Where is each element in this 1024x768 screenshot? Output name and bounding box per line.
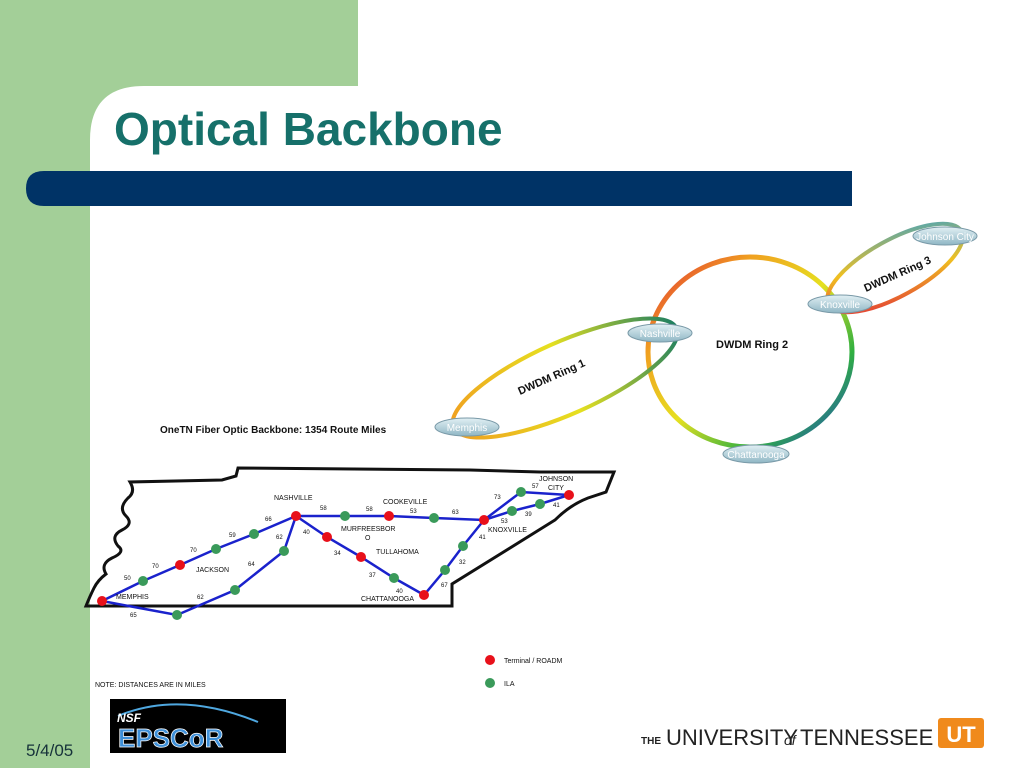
ut-mark-text: UT bbox=[946, 722, 976, 747]
city-murfreesboro-1: MURFREESBOR bbox=[341, 526, 395, 533]
ring-tag-chattanooga-text: Chattanooga bbox=[727, 450, 785, 461]
map-title: OneTN Fiber Optic Backbone: 1354 Route M… bbox=[160, 425, 387, 436]
distance-label: 53 bbox=[501, 519, 508, 525]
slide-date: 5/4/05 bbox=[26, 741, 74, 760]
distance-label: 32 bbox=[459, 560, 466, 566]
nsf-text: NSF bbox=[117, 711, 142, 725]
distance-label: 62 bbox=[197, 595, 204, 601]
distance-label: 37 bbox=[369, 573, 376, 579]
ut-tennessee-text: TENNESSEE bbox=[800, 725, 933, 750]
distance-label: 73 bbox=[494, 495, 501, 501]
distance-label: 63 bbox=[452, 510, 459, 516]
tennessee-outline bbox=[83, 466, 617, 608]
distance-label: 40 bbox=[396, 589, 403, 595]
distance-label: 57 bbox=[532, 484, 539, 490]
distance-label: 53 bbox=[410, 509, 417, 515]
distance-label: 65 bbox=[130, 613, 137, 619]
legend-ila-swatch bbox=[485, 678, 495, 688]
distance-label: 41 bbox=[553, 503, 560, 509]
city-johnson-2: CITY bbox=[548, 485, 564, 492]
distance-label: 59 bbox=[229, 533, 236, 539]
map-note: NOTE: DISTANCES ARE IN MILES bbox=[95, 682, 206, 689]
distance-label: 70 bbox=[190, 548, 197, 554]
ut-of-text: of bbox=[784, 732, 798, 748]
route-tri-cities bbox=[483, 493, 570, 522]
ring-tag-knoxville-text: Knoxville bbox=[820, 300, 860, 311]
ring-tag-nashville-text: Nashville bbox=[640, 329, 681, 340]
distance-label: 64 bbox=[248, 562, 255, 568]
city-johnson-1: JOHNSON bbox=[539, 476, 573, 483]
city-tullahoma: TULLAHOMA bbox=[376, 549, 419, 556]
legend-ila-label: ILA bbox=[504, 681, 515, 688]
nsf-epscor-logo: NSF EPSCoR bbox=[110, 699, 286, 753]
city-cookeville: COOKEVILLE bbox=[383, 499, 428, 506]
distance-label: 50 bbox=[124, 576, 131, 582]
distance-label: 34 bbox=[334, 551, 341, 557]
map-legend: Terminal / ROADM ILA bbox=[485, 655, 563, 688]
ut-mark-badge bbox=[938, 718, 984, 748]
ring-tag-knoxville: Knoxville bbox=[807, 294, 873, 314]
city-murfreesboro-2: O bbox=[365, 535, 371, 542]
distance-label: 58 bbox=[320, 506, 327, 512]
legend-terminal-label: Terminal / ROADM bbox=[504, 658, 563, 665]
distance-label: 66 bbox=[265, 517, 272, 523]
city-knoxville: KNOXVILLE bbox=[488, 527, 527, 534]
ring-tag-memphis: Memphis bbox=[434, 417, 500, 437]
epscor-text: EPSCoR bbox=[118, 723, 224, 753]
distance-label: 40 bbox=[303, 530, 310, 536]
ring-tag-johnson-city-text: Johnson City bbox=[916, 232, 974, 243]
terminal-nodes bbox=[97, 490, 574, 606]
ring-tag-chattanooga: Chattanooga bbox=[722, 444, 790, 464]
ut-logo: THE UNIVERSITY of TENNESSEE UT bbox=[641, 718, 984, 750]
city-jackson: JACKSON bbox=[196, 567, 229, 574]
route-north bbox=[101, 490, 570, 603]
legend-terminal-swatch bbox=[485, 655, 495, 665]
distance-label: 70 bbox=[152, 564, 159, 570]
distance-label: 41 bbox=[479, 535, 486, 541]
distance-label: 58 bbox=[366, 507, 373, 513]
city-memphis: MEMPHIS bbox=[116, 594, 149, 601]
distance-label: 39 bbox=[525, 512, 532, 518]
ring2-label: DWDM Ring 2 bbox=[716, 339, 788, 351]
city-labels: NASHVILLE COOKEVILLE MURFREESBOR O TULLA… bbox=[116, 476, 573, 603]
distance-labels: 58 58 53 63 73 57 41 39 53 41 66 59 70 7… bbox=[124, 484, 560, 619]
ring-tag-johnson-city: Johnson City bbox=[912, 226, 978, 246]
ring-tag-nashville: Nashville bbox=[627, 323, 693, 343]
distance-label: 62 bbox=[276, 535, 283, 541]
city-chattanooga: CHATTANOOGA bbox=[361, 596, 414, 603]
ring-tag-memphis-text: Memphis bbox=[447, 423, 488, 434]
ila-nodes bbox=[138, 487, 545, 620]
ut-university-text: UNIVERSITY bbox=[666, 725, 798, 750]
distance-label: 67 bbox=[441, 583, 448, 589]
ut-the-text: THE bbox=[641, 736, 661, 747]
slide-title: Optical Backbone bbox=[114, 103, 503, 155]
title-underline-bar bbox=[26, 171, 852, 206]
city-nashville: NASHVILLE bbox=[274, 495, 313, 502]
